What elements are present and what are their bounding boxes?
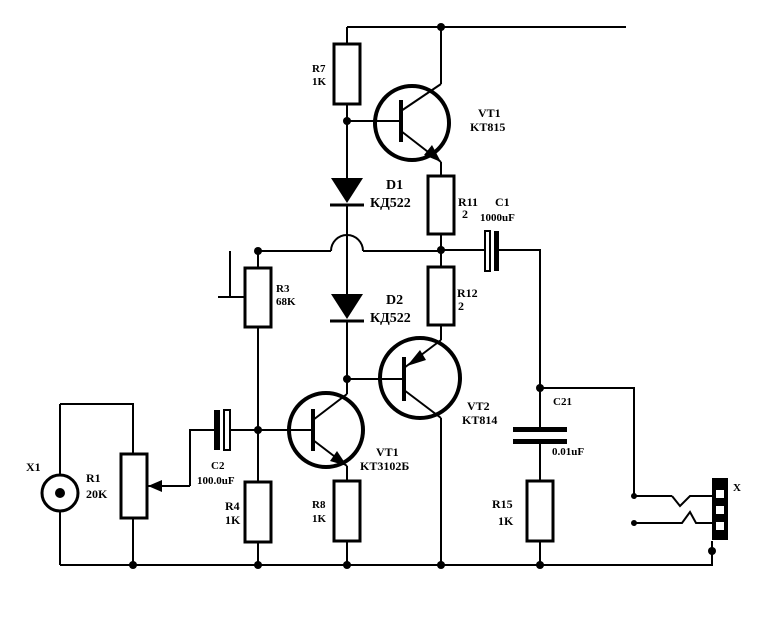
r7-value-label: 1K <box>312 76 327 88</box>
x1-name-label: X1 <box>26 460 41 474</box>
c1-name-label: C1 <box>495 195 510 209</box>
r4-name-label: R4 <box>225 499 240 513</box>
vt1-bottom-name-label: VT1 <box>376 445 399 459</box>
junction-dot <box>437 561 445 569</box>
resistor-r4 <box>243 480 273 544</box>
capacitor-c2 <box>214 409 231 451</box>
c2-value-label: 100.0uF <box>197 475 235 487</box>
d1-type-label: КД522 <box>370 196 411 211</box>
diode-d1 <box>330 178 364 207</box>
r1-name-label: R1 <box>86 471 101 485</box>
junction-dot <box>536 561 544 569</box>
output-jack-label: X <box>733 482 741 494</box>
r3-value-label: 68K <box>276 296 296 308</box>
resistor-r12 <box>426 265 456 327</box>
vt1-bottom-type-label: KT3102Б <box>360 459 409 473</box>
c1-value-label: 1000uF <box>480 212 515 224</box>
d1-name-label: D1 <box>386 178 403 193</box>
c21-value-label: 0.01uF <box>552 446 584 458</box>
r11-suffix-label: 2 <box>462 207 468 221</box>
r8-name-label: R8 <box>312 499 326 511</box>
r12-name-label: R12 <box>457 286 478 300</box>
r12-suffix-label: 2 <box>458 299 464 313</box>
input-connector-x1 <box>40 473 80 513</box>
c2-name-label: C2 <box>211 460 225 472</box>
vt1-top-name-label: VT1 <box>478 106 501 120</box>
vt2-type-label: KT814 <box>462 413 497 427</box>
junction-dot <box>631 493 637 499</box>
junction-dot <box>343 375 351 383</box>
d2-name-label: D2 <box>386 293 403 308</box>
junction-dot <box>437 246 445 254</box>
junction-dot <box>631 520 637 526</box>
resistor-r7 <box>332 42 362 106</box>
r1-value-label: 20K <box>86 487 108 501</box>
labels: R7 1K VT1 KT815 D1 КД522 R11 2 C1 1000uF… <box>26 63 741 528</box>
r15-name-label: R15 <box>492 497 513 511</box>
transistor-vt1-kt3102 <box>287 391 365 469</box>
junction-dots <box>129 23 716 569</box>
r4-value-label: 1K <box>225 513 241 527</box>
resistor-r15 <box>525 479 555 543</box>
d2-type-label: КД522 <box>370 311 411 326</box>
junction-dot <box>254 561 262 569</box>
vt2-name-label: VT2 <box>467 399 490 413</box>
resistor-r1 <box>119 452 149 520</box>
r8-value-label: 1K <box>312 513 327 525</box>
junction-dot <box>254 247 262 255</box>
resistor-r3 <box>243 266 273 329</box>
r1-wiper-arrow <box>148 480 162 492</box>
junction-dot <box>536 384 544 392</box>
r11-name-label: R11 <box>458 195 478 209</box>
junction-dot <box>343 561 351 569</box>
output-jack <box>712 478 728 540</box>
c21-name-label: C21 <box>553 396 572 408</box>
r7-name-label: R7 <box>312 63 326 75</box>
r15-value-label: 1K <box>498 514 514 528</box>
junction-dot <box>254 426 262 434</box>
diode-d2 <box>330 294 364 323</box>
capacitor-c21 <box>513 427 567 444</box>
r3-name-label: R3 <box>276 283 290 295</box>
resistor-r8 <box>332 479 362 543</box>
vt1-top-type-label: KT815 <box>470 120 505 134</box>
capacitor-c1 <box>484 230 499 272</box>
junction-dot <box>437 23 445 31</box>
junction-dot <box>129 561 137 569</box>
junction-dot <box>708 547 716 555</box>
resistor-r11 <box>426 174 456 236</box>
transistor-vt1-kt815 <box>373 83 451 163</box>
transistor-vt2-kt814 <box>378 336 462 420</box>
junction-dot <box>343 117 351 125</box>
